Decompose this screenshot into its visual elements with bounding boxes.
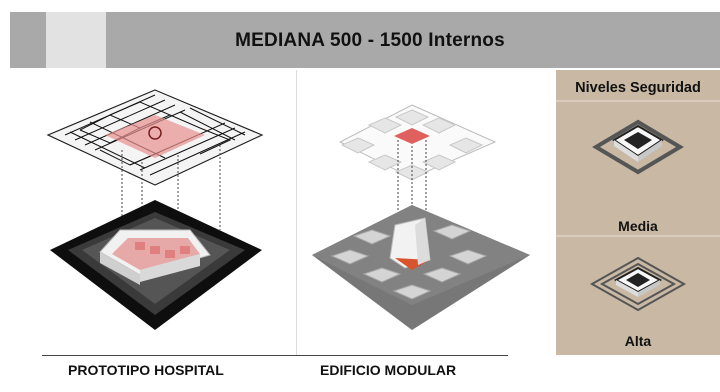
header-logo-placeholder [46,12,106,68]
hospital-3d-model [50,200,262,330]
prototipo-hospital-diagram [40,70,290,355]
baseline-divider [42,355,508,356]
divider [556,100,720,102]
security-level-label: Media [618,218,658,234]
caption-edificio-modular: EDIFICIO MODULAR [320,362,457,378]
modular-grid-layer [338,104,497,181]
security-levels-panel: Niveles Seguridad Media Alta [556,70,720,355]
modular-3d-model [312,205,530,330]
alta-level-icon [589,256,687,312]
security-panel-title: Niveles Seguridad [575,80,701,96]
page-title: MEDIANA 500 - 1500 Internos [235,30,505,51]
header-bar [10,12,720,68]
connector-lines [121,145,221,235]
caption-prototipo-hospital: PROTOTIPO HOSPITAL [68,362,224,378]
divider [556,235,720,237]
floor-plan-layer [46,89,264,186]
panel-divider [296,70,297,355]
edificio-modular-diagram [300,70,550,355]
media-level-icon [592,119,684,175]
security-level-label: Alta [624,333,652,349]
